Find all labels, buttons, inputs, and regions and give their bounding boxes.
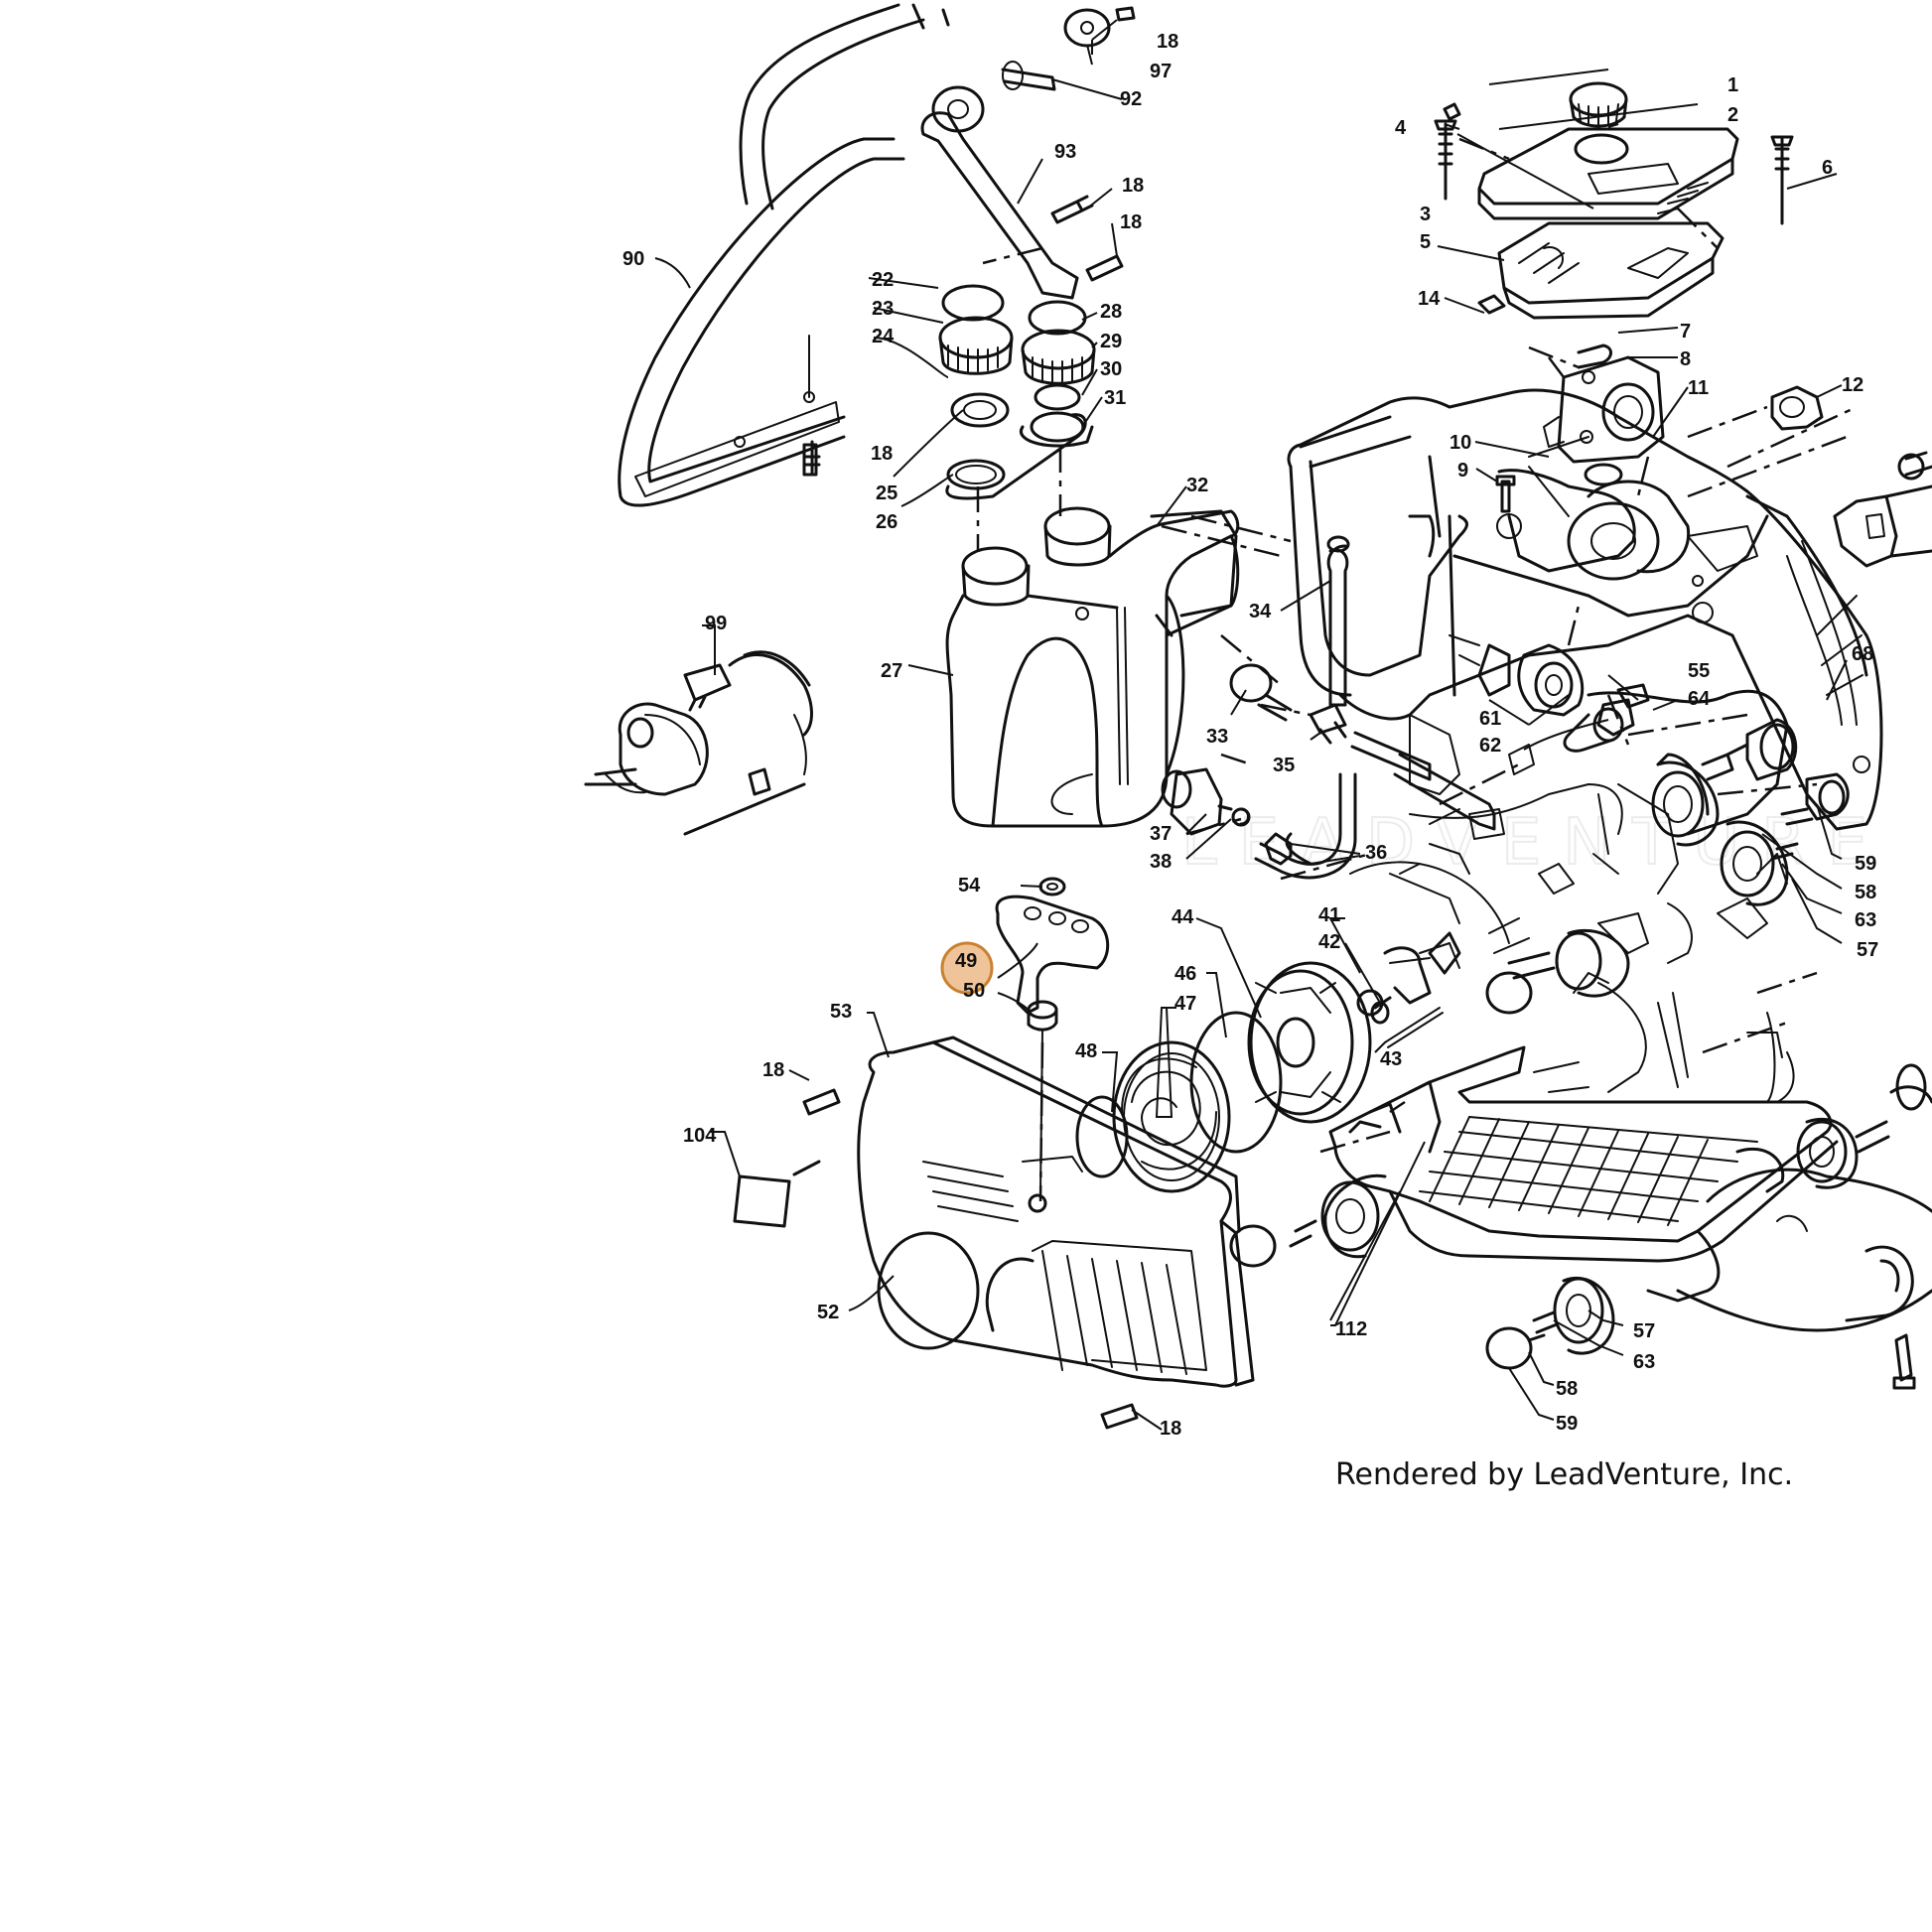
label-5[interactable]: 5 — [1420, 231, 1431, 253]
label-104[interactable]: 104 — [683, 1125, 717, 1147]
starter-pulley — [1075, 861, 1510, 1193]
part-labels: 1 2 3 4 5 6 7 8 9 10 11 12 14 18 18 18 1… — [622, 31, 1878, 1440]
fuel-caps — [938, 284, 1096, 500]
label-49[interactable]: 49 — [955, 950, 977, 972]
label-3[interactable]: 3 — [1420, 204, 1431, 225]
label-18-trigger-lower[interactable]: 18 — [1120, 211, 1142, 233]
label-22[interactable]: 22 — [872, 269, 894, 291]
carburetor — [1497, 344, 1665, 573]
throttle-trigger — [920, 61, 1079, 300]
label-12[interactable]: 12 — [1842, 374, 1863, 396]
label-47[interactable]: 47 — [1174, 993, 1196, 1015]
watermark-text: LEADVENTURE — [1181, 806, 1889, 880]
label-99[interactable]: 99 — [705, 613, 727, 634]
starter-grip — [995, 877, 1110, 1192]
label-37[interactable]: 37 — [1150, 823, 1172, 845]
label-53[interactable]: 53 — [830, 1001, 852, 1023]
label-54[interactable]: 54 — [958, 875, 981, 897]
label-11[interactable]: 11 — [1688, 377, 1709, 399]
label-24[interactable]: 24 — [872, 326, 895, 347]
label-46[interactable]: 46 — [1174, 963, 1196, 985]
crankcase-housing — [1287, 388, 1883, 831]
label-1[interactable]: 1 — [1727, 74, 1738, 96]
label-63-bottom[interactable]: 63 — [1633, 1351, 1655, 1373]
label-63-right[interactable]: 63 — [1855, 909, 1876, 931]
bottom-plate — [1328, 1045, 1839, 1303]
label-57-right[interactable]: 57 — [1857, 939, 1878, 961]
label-25[interactable]: 25 — [876, 483, 897, 504]
label-18-top[interactable]: 18 — [1157, 31, 1178, 53]
alignment-lines — [976, 137, 1858, 1202]
starter-cover — [857, 1035, 1255, 1388]
decal — [733, 1160, 821, 1228]
label-10[interactable]: 10 — [1449, 432, 1471, 454]
label-97[interactable]: 97 — [1150, 61, 1172, 82]
label-2[interactable]: 2 — [1727, 104, 1738, 126]
label-23[interactable]: 23 — [872, 298, 894, 320]
render-credit: Rendered by LeadVenture, Inc. — [1335, 1457, 1794, 1492]
label-8[interactable]: 8 — [1680, 348, 1691, 370]
label-26[interactable]: 26 — [876, 511, 897, 533]
label-93[interactable]: 93 — [1054, 141, 1076, 163]
label-44[interactable]: 44 — [1172, 906, 1194, 928]
label-32[interactable]: 32 — [1186, 475, 1208, 496]
muffler-parts — [1770, 385, 1932, 568]
screws — [802, 195, 1139, 1430]
label-7[interactable]: 7 — [1680, 321, 1691, 343]
highlight-marker[interactable] — [940, 941, 994, 995]
label-58-right[interactable]: 58 — [1855, 882, 1876, 903]
air-filter-cover — [1434, 81, 1794, 320]
rear-handle — [1676, 1168, 1932, 1390]
label-59-right[interactable]: 59 — [1855, 853, 1876, 875]
label-9[interactable]: 9 — [1457, 460, 1468, 482]
label-92[interactable]: 92 — [1120, 88, 1142, 110]
label-58-bottom[interactable]: 58 — [1556, 1378, 1578, 1400]
label-64[interactable]: 64 — [1688, 688, 1711, 710]
chain-brake-parts — [584, 650, 813, 836]
label-35[interactable]: 35 — [1273, 755, 1295, 776]
label-62[interactable]: 62 — [1479, 735, 1501, 757]
label-41[interactable]: 41 — [1318, 904, 1340, 926]
label-50[interactable]: 50 — [963, 980, 985, 1002]
label-4[interactable]: 4 — [1395, 117, 1407, 139]
label-33[interactable]: 33 — [1206, 726, 1228, 748]
label-18-trigger[interactable]: 18 — [1122, 175, 1144, 197]
label-61[interactable]: 61 — [1479, 708, 1501, 730]
label-18-bottom[interactable]: 18 — [1160, 1418, 1181, 1440]
label-57-bottom[interactable]: 57 — [1633, 1320, 1655, 1342]
top-hardware — [911, 3, 1136, 48]
label-59-bottom[interactable]: 59 — [1556, 1413, 1578, 1435]
label-43[interactable]: 43 — [1380, 1048, 1402, 1070]
front-handle-bar — [618, 3, 925, 507]
label-34[interactable]: 34 — [1249, 601, 1272, 622]
label-36[interactable]: 36 — [1365, 842, 1387, 864]
anti-vibration-mounts — [1485, 683, 1850, 1015]
label-55[interactable]: 55 — [1688, 660, 1710, 682]
fuel-tank — [945, 506, 1240, 828]
label-6[interactable]: 6 — [1822, 157, 1833, 179]
label-29[interactable]: 29 — [1100, 331, 1122, 352]
label-30[interactable]: 30 — [1100, 358, 1122, 380]
label-14[interactable]: 14 — [1418, 288, 1441, 310]
label-38[interactable]: 38 — [1150, 851, 1172, 873]
label-48[interactable]: 48 — [1075, 1040, 1097, 1062]
label-18-cover[interactable]: 18 — [762, 1059, 784, 1081]
label-112[interactable]: 112 — [1335, 1318, 1367, 1340]
label-90[interactable]: 90 — [622, 248, 644, 270]
label-28[interactable]: 28 — [1100, 301, 1122, 323]
leader-lines — [654, 19, 1848, 1431]
label-27[interactable]: 27 — [881, 660, 902, 682]
lower-mounts — [1229, 1063, 1932, 1370]
label-31[interactable]: 31 — [1104, 387, 1126, 409]
label-52[interactable]: 52 — [817, 1302, 839, 1323]
label-68[interactable]: 68 — [1852, 643, 1873, 665]
screw-9 — [1495, 475, 1516, 513]
label-42[interactable]: 42 — [1318, 931, 1340, 953]
label-18-handle[interactable]: 18 — [871, 443, 893, 465]
